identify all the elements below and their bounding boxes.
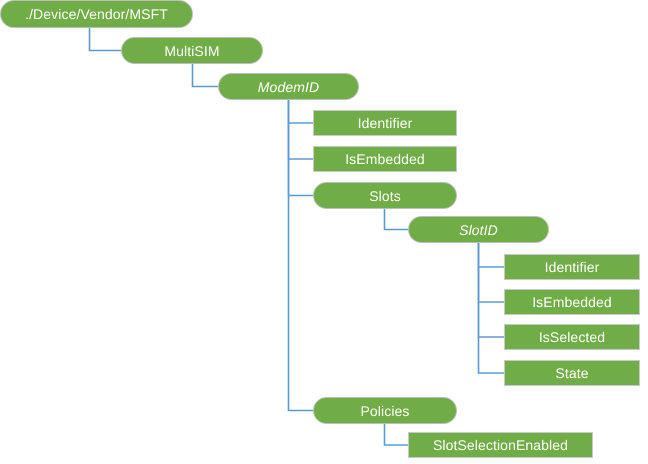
tree-node-multisim[interactable]: MultiSIM <box>121 37 263 64</box>
tree-node-slotselectionenabled[interactable]: SlotSelectionEnabled <box>408 432 593 458</box>
tree-node-slot-state[interactable]: State <box>504 360 640 386</box>
tree-node-modem-isembedded[interactable]: IsEmbedded <box>313 146 457 172</box>
connector-slots-to-slotid <box>383 209 408 231</box>
tree-node-slot-isselected[interactable]: IsSelected <box>504 324 640 350</box>
tree-node-label-slot-isembedded: IsEmbedded <box>532 294 612 310</box>
tree-node-label-root: ./Device/Vendor/MSFT <box>25 6 168 22</box>
tree-node-policies[interactable]: Policies <box>313 397 457 424</box>
tree-node-label-slots: Slots <box>369 187 401 204</box>
tree-node-label-slotselectionenabled: SlotSelectionEnabled <box>432 437 569 453</box>
tree-node-label-slotid: SlotID <box>459 221 498 238</box>
connector-root-to-multisim <box>88 28 121 52</box>
connector-slotid-to-slot-state <box>477 243 504 374</box>
tree-node-label-modem-identifier: Identifier <box>357 115 413 131</box>
tree-node-modem-identifier[interactable]: Identifier <box>313 110 457 136</box>
tree-node-root[interactable]: ./Device/Vendor/MSFT <box>0 0 193 28</box>
tree-node-label-modem-isembedded: IsEmbedded <box>345 151 425 167</box>
tree-node-slots[interactable]: Slots <box>313 182 457 209</box>
tree-node-label-slot-isselected: IsSelected <box>538 329 606 345</box>
connector-policies-to-slotselectionenabled <box>383 424 408 446</box>
tree-node-label-slot-state: State <box>555 365 589 381</box>
tree-node-label-multisim: MultiSIM <box>164 42 220 59</box>
tree-node-slot-identifier[interactable]: Identifier <box>504 254 640 280</box>
connector-modemid-to-policies <box>287 100 313 412</box>
tree-node-label-policies: Policies <box>360 402 410 419</box>
tree-node-label-slot-identifier: Identifier <box>544 259 600 275</box>
tree-node-slot-isembedded[interactable]: IsEmbedded <box>504 289 640 315</box>
tree-node-modemid[interactable]: ModemID <box>218 73 359 100</box>
tree-node-slotid[interactable]: SlotID <box>408 216 549 243</box>
connector-multisim-to-modemid <box>191 64 218 88</box>
tree-node-label-modemid: ModemID <box>257 78 320 95</box>
